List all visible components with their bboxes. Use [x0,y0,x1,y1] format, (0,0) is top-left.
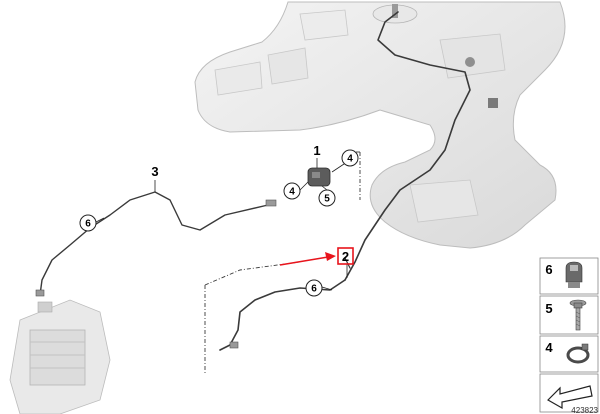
callout-part-5[interactable]: 5 [318,189,336,207]
hose-clip-icon [565,261,583,288]
bolt-icon [569,299,587,331]
red-pointer-arrow [279,252,336,266]
fuel-lines [39,11,471,351]
svg-text:1: 1 [313,143,320,158]
fuel-tank-illustration [194,1,566,249]
hose-clamp-icon [566,343,590,364]
svg-text:6: 6 [85,219,91,230]
callout-part-6-left[interactable]: 6 [79,214,97,232]
assembly-bracket [204,151,361,375]
callout-part-4-lower[interactable]: 4 [283,182,301,200]
callout-part-2-highlighted[interactable]: 2 [337,247,354,265]
callout-part-6-lower[interactable]: 6 [305,279,323,297]
document-number: 423823 [571,406,598,414]
callout-part-4-upper[interactable]: 4 [341,149,359,167]
highlight-box [337,247,354,265]
svg-text:4: 4 [545,340,553,355]
parts-legend: 6 5 4 [539,257,599,413]
svg-text:3: 3 [151,164,158,179]
svg-text:5: 5 [324,194,330,205]
callout-part-3[interactable]: 3 [151,164,158,179]
auxiliary-heater-illustration [9,299,111,414]
svg-text:4: 4 [347,154,353,165]
legend-row-5[interactable] [539,295,599,335]
direction-arrow-icon [547,385,593,410]
connector-part-1 [307,167,331,187]
svg-text:4: 4 [289,187,295,198]
callout-part-1[interactable]: 1 [313,143,320,158]
svg-text:6: 6 [545,262,552,277]
hose-end-fittings [35,199,277,349]
svg-text:5: 5 [545,301,552,316]
svg-text:2: 2 [342,249,349,264]
svg-text:6: 6 [311,284,317,295]
